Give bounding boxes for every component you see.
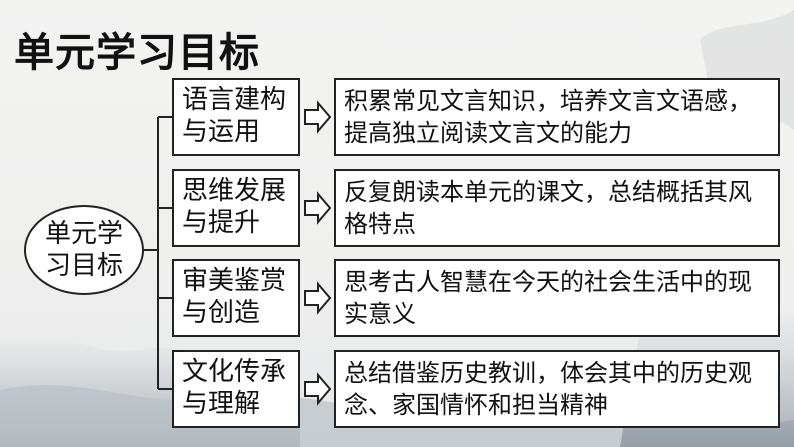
- category-label: 文化传承: [182, 357, 287, 387]
- arrow-icon: [304, 281, 332, 315]
- category-box-language: 语言建构 与运用: [172, 78, 300, 156]
- center-label-line1: 单元学: [44, 219, 123, 249]
- arrow-icon: [304, 191, 332, 225]
- page-title: 单元学习目标: [14, 30, 260, 76]
- goal-desc-culture: 总结借鉴历史教训，体会其中的历史观念、家国情怀和担当精神: [334, 350, 780, 428]
- arrow-icon: [304, 372, 332, 406]
- category-label: 审美鉴赏: [182, 266, 287, 296]
- category-label: 与运用: [182, 117, 261, 147]
- center-label-line2: 习目标: [44, 251, 123, 281]
- arrow-icon: [304, 100, 332, 134]
- goal-desc-thinking: 反复朗读本单元的课文，总结概括其风格特点: [334, 169, 780, 247]
- center-node: 单元学 习目标: [24, 205, 144, 295]
- category-label: 语言建构: [182, 85, 287, 115]
- category-box-aesthetic: 审美鉴赏 与创造: [172, 259, 300, 337]
- category-label: 与理解: [182, 389, 261, 419]
- category-box-thinking: 思维发展 与提升: [172, 169, 300, 247]
- category-box-culture: 文化传承 与理解: [172, 350, 300, 428]
- goal-desc-language: 积累常见文言知识，培养文言文语感，提高独立阅读文言文的能力: [334, 78, 780, 156]
- goal-desc-aesthetic: 思考古人智慧在今天的社会生活中的现实意义: [334, 259, 780, 337]
- category-label: 与创造: [182, 298, 261, 328]
- category-label: 与提升: [182, 208, 261, 238]
- category-label: 思维发展: [182, 176, 287, 206]
